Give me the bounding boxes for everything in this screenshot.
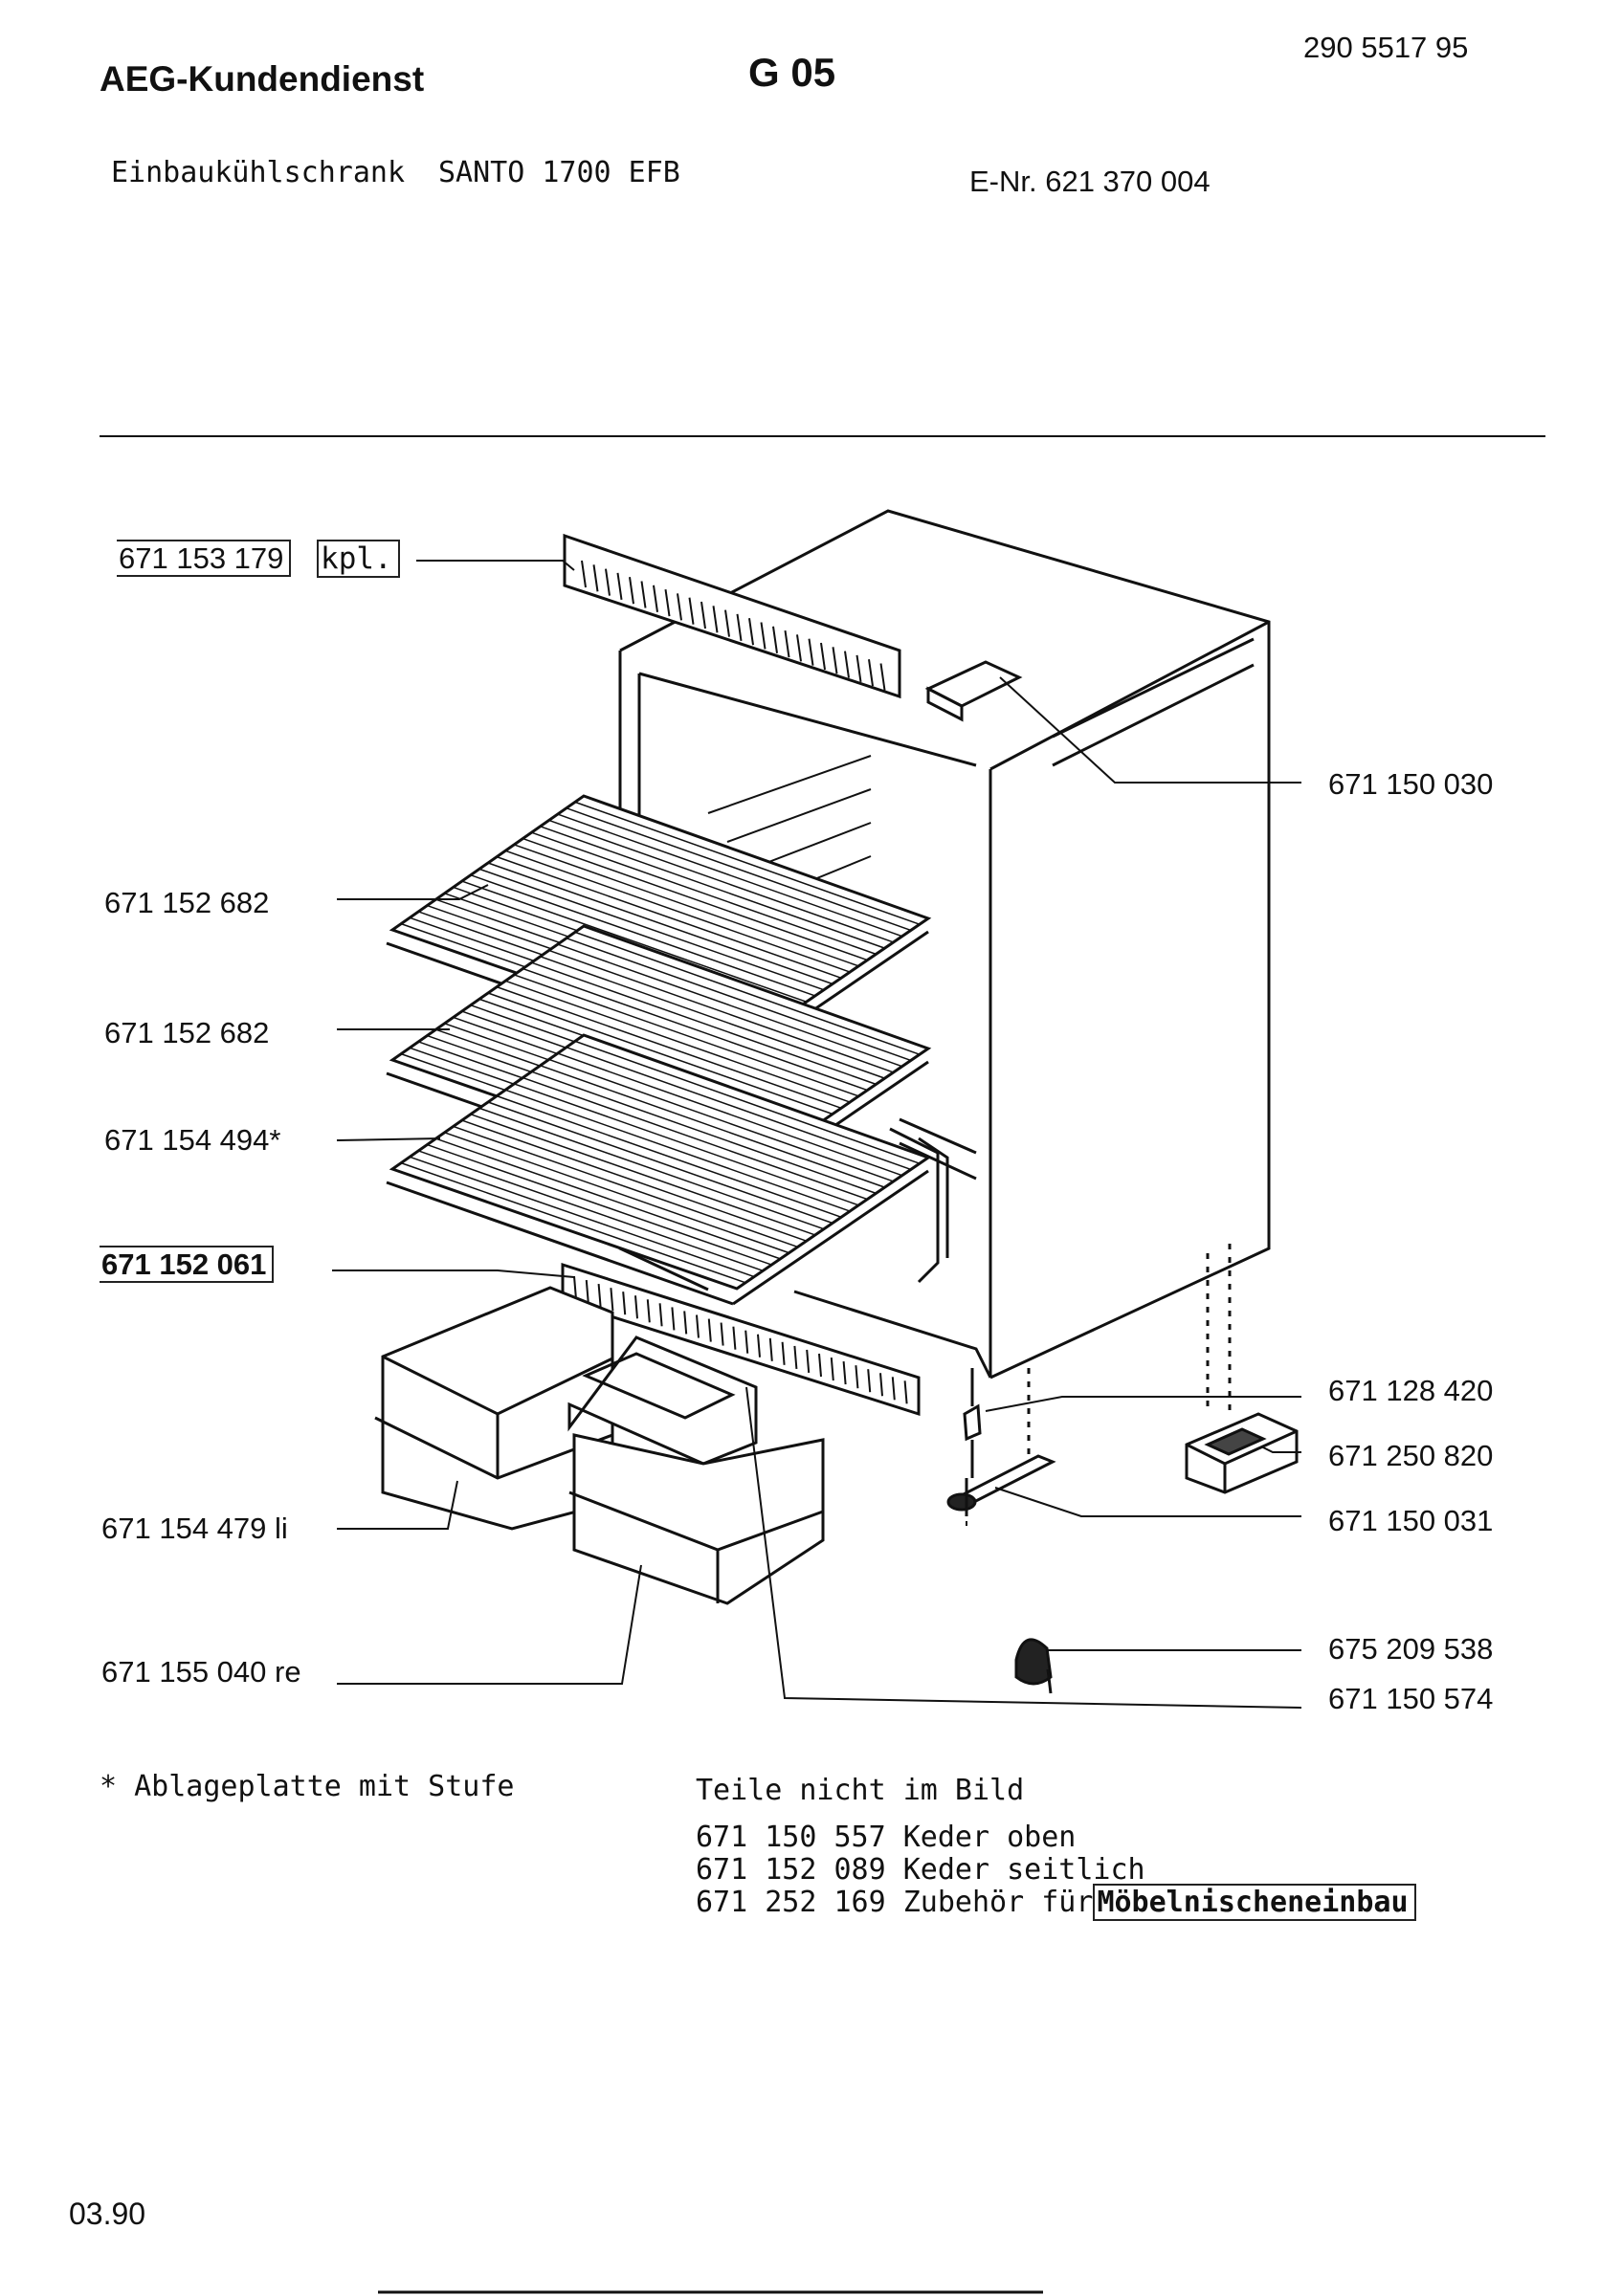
part-suffix-kpl: kpl. bbox=[317, 540, 400, 578]
part-label-shelf-top: 671 152 682 bbox=[104, 886, 270, 919]
part-number-bottle-rail: 671 152 061 bbox=[100, 1246, 275, 1283]
not-shown-desc: Zubehör für bbox=[902, 1886, 1094, 1919]
part-label-crisper-left: 671 154 479 li bbox=[101, 1512, 288, 1545]
part-label-lower-hinge: 671 150 031 bbox=[1328, 1504, 1494, 1537]
document-number: 290 5517 95 bbox=[1303, 31, 1469, 64]
not-shown-list: 671 150 557 Keder oben 671 152 089 Keder… bbox=[696, 1821, 1416, 1921]
switch-drawing bbox=[928, 662, 1019, 719]
part-label-switch: 671 150 030 bbox=[1328, 767, 1494, 801]
product-type: Einbaukühlschrank bbox=[111, 156, 406, 189]
leader-lines bbox=[332, 561, 1301, 1708]
part-label-air-grille: 671 153 179 kpl. bbox=[117, 540, 400, 578]
not-shown-desc-boxed: Möbelnischeneinbau bbox=[1093, 1884, 1416, 1921]
not-shown-desc: Keder oben bbox=[902, 1821, 1077, 1854]
air-grille-drawing bbox=[565, 536, 900, 696]
part-label-bottle-rail: 671 152 061 bbox=[100, 1246, 275, 1283]
crisper-drawers-drawing bbox=[375, 1288, 823, 1603]
e-number: E-Nr. 621 370 004 bbox=[969, 165, 1211, 198]
footnote: * Ablageplatte mit Stufe bbox=[100, 1770, 515, 1803]
not-shown-number: 671 252 169 bbox=[696, 1886, 886, 1919]
not-shown-desc: Keder seitlich bbox=[902, 1853, 1145, 1887]
foot-drawing bbox=[1016, 1640, 1051, 1693]
not-shown-number: 671 150 557 bbox=[696, 1821, 886, 1854]
part-label-hinge-cover: 671 250 820 bbox=[1328, 1439, 1494, 1472]
part-label-shelf-step: 671 154 494* bbox=[104, 1123, 281, 1157]
part-label-shelf-middle: 671 152 682 bbox=[104, 1016, 270, 1049]
not-shown-title: Teile nicht im Bild bbox=[696, 1774, 1025, 1807]
model-name: SANTO 1700 EFB bbox=[438, 156, 680, 189]
not-shown-item: 671 152 089 Keder seitlich bbox=[696, 1854, 1416, 1887]
part-label-crisper-cover: 671 150 574 bbox=[1328, 1682, 1494, 1715]
not-shown-number: 671 152 089 bbox=[696, 1853, 886, 1887]
part-label-crisper-right: 671 155 040 re bbox=[101, 1655, 301, 1689]
cabinet-ribs bbox=[708, 756, 871, 899]
not-shown-item: 671 150 557 Keder oben bbox=[696, 1821, 1416, 1854]
revision-date: 03.90 bbox=[69, 2197, 146, 2231]
part-number-air-grille: 671 153 179 bbox=[117, 540, 292, 577]
bottle-rail-drawing bbox=[563, 1265, 919, 1414]
group-code: G 05 bbox=[748, 50, 836, 95]
hinge-parts-drawing bbox=[948, 1244, 1297, 1526]
part-label-foot: 675 209 538 bbox=[1328, 1632, 1494, 1666]
brand-title: AEG-Kundendienst bbox=[100, 59, 425, 99]
part-label-hinge-pin: 671 128 420 bbox=[1328, 1374, 1494, 1407]
shelves-drawing bbox=[387, 796, 928, 1304]
